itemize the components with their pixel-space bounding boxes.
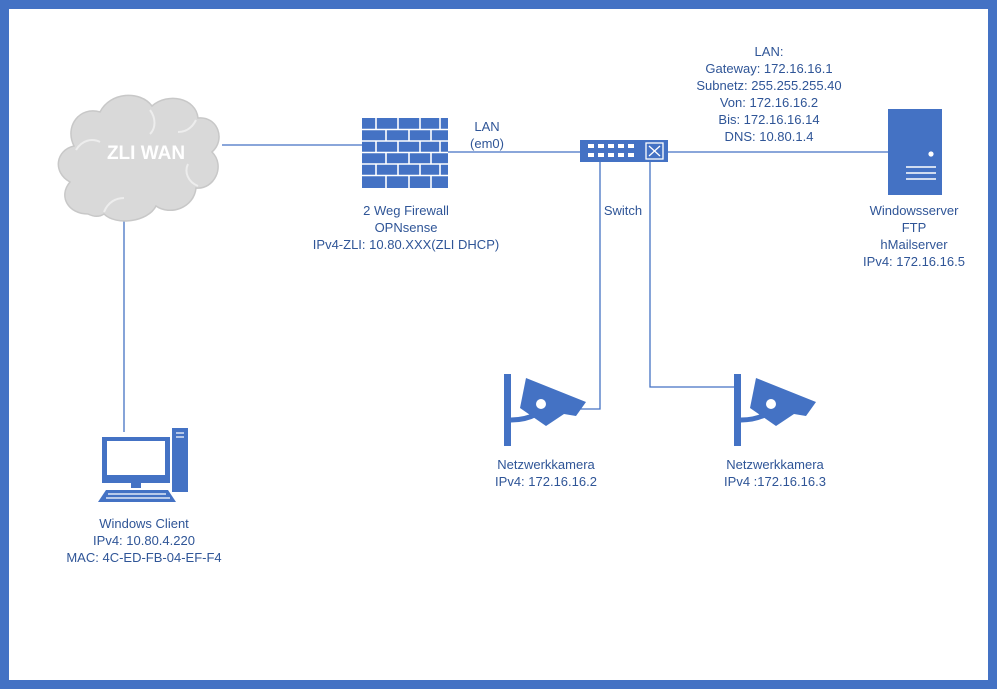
camera2-name: Netzwerkkamera bbox=[726, 457, 824, 472]
switch-label: Switch bbox=[603, 203, 643, 218]
camera1-label: Netzwerkkamera IPv4: 172.16.16.2 bbox=[495, 456, 597, 490]
link-switch-camera1 bbox=[577, 162, 601, 410]
server-name: Windowsserver bbox=[869, 203, 959, 218]
firewall-label: 2 Weg Firewall OPNsense IPv4-ZLI: 10.80.… bbox=[313, 202, 499, 253]
lan-info-to: Bis: 172.16.16.14 bbox=[718, 112, 820, 127]
link-switch-camera2 bbox=[649, 162, 738, 388]
server-icon bbox=[888, 109, 942, 195]
client-ip: IPv4: 10.80.4.220 bbox=[93, 533, 195, 548]
firewall-product: OPNsense bbox=[374, 220, 438, 235]
server-service-mail: hMailserver bbox=[880, 237, 948, 252]
lan-info-title: LAN: bbox=[754, 44, 784, 59]
lan-info-gateway: Gateway: 172.16.16.1 bbox=[705, 61, 833, 76]
cloud-label: ZLI WAN bbox=[106, 143, 186, 164]
server-ip: IPv4: 172.16.16.5 bbox=[863, 254, 965, 269]
lan-info: LAN: Gateway: 172.16.16.1 Subnetz: 255.2… bbox=[696, 43, 841, 145]
firewall-title: 2 Weg Firewall bbox=[363, 203, 449, 218]
switch-icon bbox=[580, 140, 668, 162]
camera1-ip: IPv4: 172.16.16.2 bbox=[495, 474, 597, 489]
firewall-link-title: LAN bbox=[474, 119, 500, 134]
firewall-icon bbox=[362, 118, 448, 188]
camera1-name: Netzwerkkamera bbox=[497, 457, 595, 472]
server-service-ftp: FTP bbox=[901, 220, 927, 235]
server-label: Windowsserver FTP hMailserver IPv4: 172.… bbox=[863, 202, 965, 270]
camera2-ip: IPv4 :172.16.16.3 bbox=[724, 474, 826, 489]
firewall-link-interface: (em0) bbox=[470, 136, 504, 151]
lan-info-dns: DNS: 10.80.1.4 bbox=[724, 129, 814, 144]
client-mac: MAC: 4C-ED-FB-04-EF-F4 bbox=[66, 550, 222, 565]
camera2-label: Netzwerkkamera IPv4 :172.16.16.3 bbox=[724, 456, 826, 490]
lan-info-subnet: Subnetz: 255.255.255.40 bbox=[696, 78, 842, 93]
lan-info-from: Von: 172.16.16.2 bbox=[719, 95, 819, 110]
firewall-link-label: LAN (em0) bbox=[470, 118, 504, 152]
computer-icon bbox=[98, 428, 188, 502]
firewall-ip: IPv4-ZLI: 10.80.XXX(ZLI DHCP) bbox=[312, 237, 500, 252]
client-label: Windows Client IPv4: 10.80.4.220 MAC: 4C… bbox=[66, 515, 221, 566]
camera-icon bbox=[734, 374, 816, 446]
cloud-icon bbox=[57, 94, 220, 222]
client-name: Windows Client bbox=[99, 516, 189, 531]
camera-icon bbox=[504, 374, 586, 446]
